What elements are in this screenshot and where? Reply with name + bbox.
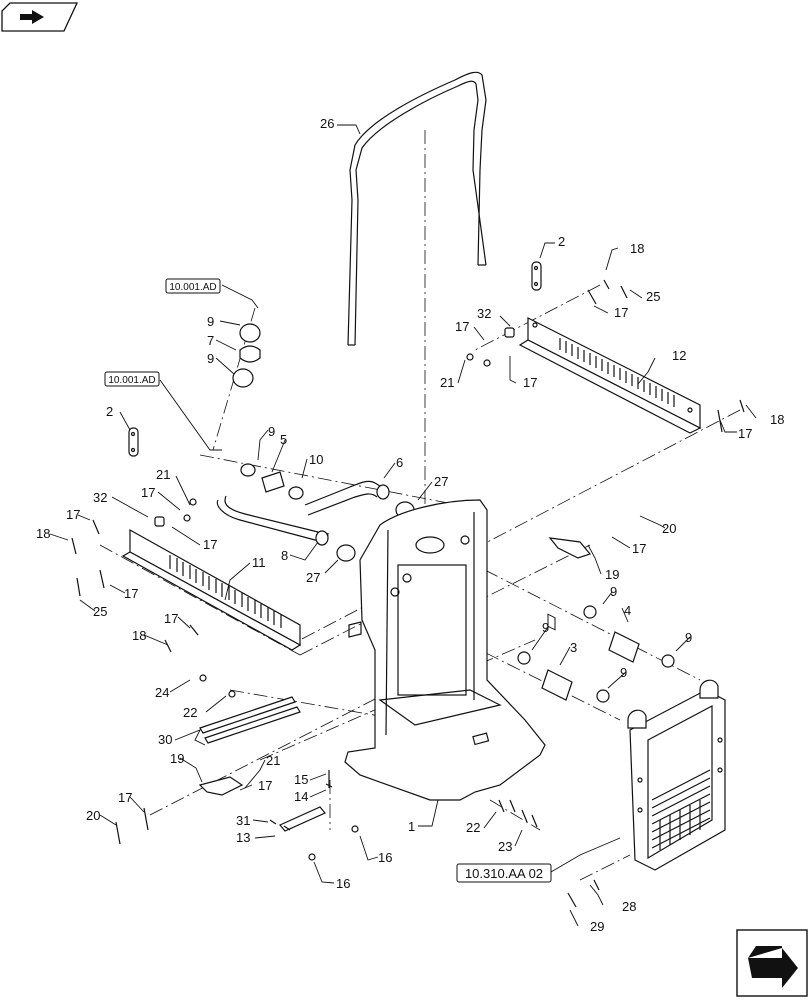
- callout-1: 1: [408, 819, 415, 834]
- callout-20: 20: [86, 808, 100, 823]
- callout-7: 7: [207, 333, 214, 348]
- callout-18: 18: [132, 628, 146, 643]
- callout-25: 25: [646, 289, 660, 304]
- callout-14: 14: [294, 789, 308, 804]
- left-rail: [121, 528, 302, 651]
- callout-20: 20: [662, 521, 676, 536]
- callout-9: 9: [610, 584, 617, 599]
- fittings-upper: [232, 323, 415, 562]
- callout-19: 19: [170, 751, 184, 766]
- callout-17: 17: [66, 507, 80, 522]
- callout-15: 15: [294, 772, 308, 787]
- callout-12: 12: [672, 348, 686, 363]
- callout-17: 17: [614, 305, 628, 320]
- callout-22: 22: [183, 705, 197, 720]
- link-left: [128, 427, 139, 457]
- callout-28: 28: [622, 899, 636, 914]
- callout-21: 21: [266, 753, 280, 768]
- callout-5: 5: [280, 432, 287, 447]
- callout-9: 9: [542, 620, 549, 635]
- link-right: [531, 261, 542, 291]
- ref-box-lower[interactable]: 10.001.AD: [104, 371, 160, 387]
- callout-17: 17: [118, 790, 132, 805]
- callout-6: 6: [396, 455, 403, 470]
- callout-11: 11: [252, 555, 266, 570]
- callout-16: 16: [336, 876, 350, 891]
- callout-2: 2: [558, 234, 565, 249]
- callout-17: 17: [164, 611, 178, 626]
- callout-25: 25: [93, 604, 107, 619]
- leader-lines: [49, 124, 757, 927]
- callout-9: 9: [620, 665, 627, 680]
- brackets-19: [198, 537, 592, 796]
- callout-9: 9: [207, 314, 214, 329]
- callout-29: 29: [590, 919, 604, 934]
- callout-4: 4: [624, 603, 631, 618]
- callout-17: 17: [738, 426, 752, 441]
- callout-21: 21: [440, 375, 454, 390]
- ref-box-upper[interactable]: 10.001.AD: [165, 278, 221, 294]
- ref-label: 10.310.AA 02: [465, 866, 543, 881]
- callout-18: 18: [36, 526, 50, 541]
- callout-10: 10: [309, 452, 323, 467]
- callout-27: 27: [306, 570, 320, 585]
- callout-32: 32: [477, 306, 491, 321]
- strips: [199, 696, 301, 744]
- callout-27: 27: [434, 474, 448, 489]
- callout-8: 8: [281, 548, 288, 563]
- book-arrow-icon[interactable]: [1, 2, 79, 32]
- callout-30: 30: [158, 732, 172, 747]
- main-frame: [344, 499, 546, 801]
- radiator: [627, 679, 726, 871]
- ref-label: 10.001.AD: [169, 282, 216, 293]
- callout-22: 22: [466, 820, 480, 835]
- hardware-right: [466, 279, 745, 433]
- callout-19: 19: [605, 567, 619, 582]
- hardware-left: [71, 498, 199, 653]
- ref-box-radiator[interactable]: 10.310.AA 02: [456, 863, 552, 883]
- callout-18: 18: [770, 412, 784, 427]
- callout-18: 18: [630, 241, 644, 256]
- callout-9: 9: [268, 424, 275, 439]
- next-page-arrow-icon[interactable]: [736, 929, 808, 997]
- callout-13: 13: [236, 830, 250, 845]
- right-rail: [518, 317, 702, 631]
- callout-9: 9: [685, 630, 692, 645]
- callout-17: 17: [141, 485, 155, 500]
- callout-17: 17: [632, 541, 646, 556]
- roll-bar: [347, 71, 487, 346]
- callout-2: 2: [106, 404, 113, 419]
- callout-17: 17: [258, 778, 272, 793]
- callout-23: 23: [498, 839, 512, 854]
- callout-3: 3: [570, 640, 577, 655]
- callout-17: 17: [455, 319, 469, 334]
- cylinders: [517, 605, 675, 703]
- hardware-lower: [115, 674, 600, 908]
- callout-32: 32: [93, 490, 107, 505]
- callout-17: 17: [523, 375, 537, 390]
- ref-label: 10.001.AD: [108, 375, 155, 386]
- callout-16: 16: [378, 850, 392, 865]
- callout-21: 21: [156, 467, 170, 482]
- callout-9: 9: [207, 351, 214, 366]
- callout-17: 17: [124, 586, 138, 601]
- callout-labels: 26 2 18 25 17 32 17 12 21 17 18 17 9 7 9…: [36, 116, 784, 934]
- callout-17: 17: [203, 537, 217, 552]
- callout-24: 24: [155, 685, 169, 700]
- hose: [216, 480, 390, 546]
- callout-31: 31: [236, 813, 250, 828]
- callout-26: 26: [320, 116, 334, 131]
